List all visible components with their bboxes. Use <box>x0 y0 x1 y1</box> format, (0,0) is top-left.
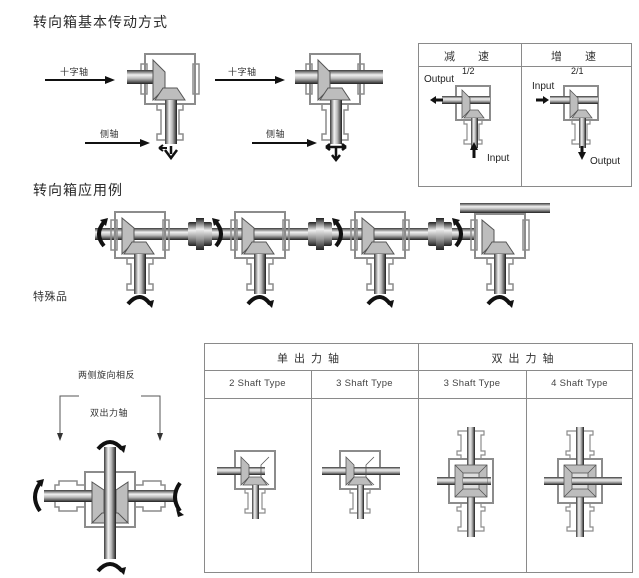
coupling-1 <box>188 218 212 250</box>
gearbox-increase <box>536 85 599 160</box>
speed-header-increase: 增 速 <box>551 50 602 63</box>
reduce-output-label: Output <box>424 74 455 85</box>
side-shaft-label-2: 侧轴 <box>266 130 286 140</box>
coupling-2 <box>308 218 332 250</box>
cross-shaft-label-2: 十字轴 <box>228 68 257 78</box>
type-2-shaft: 2 Shaft Type <box>229 378 286 389</box>
gearbox-2-shaft <box>217 450 276 519</box>
gearbox-4-shaft <box>544 427 622 537</box>
gearbox-3-shaft-double <box>437 427 494 537</box>
side-shaft-arrow-2 <box>252 139 317 147</box>
type-4-shaft: 4 Shaft Type <box>551 378 608 389</box>
gearbox-double-output <box>33 440 184 575</box>
type-3-shaft-single: 3 Shaft Type <box>336 378 393 389</box>
special-top-shaft <box>460 203 550 213</box>
ratio-reduce: 1/2 <box>462 66 475 76</box>
special-product-label: 特殊品 <box>33 290 68 303</box>
cross-shaft-arrow-2 <box>215 76 285 84</box>
coupling-3 <box>428 218 452 250</box>
reduce-input-label: Input <box>487 153 510 164</box>
speed-ratio-table <box>418 43 632 187</box>
bracket-arrows <box>57 395 163 441</box>
opposite-rotation-note: 两侧旋向相反 <box>78 371 136 381</box>
side-shaft-label-1: 侧轴 <box>100 130 120 140</box>
gearbox-app-1 <box>110 211 170 308</box>
double-output-note: 双出力轴 <box>90 409 129 419</box>
speed-header-reduce: 减 速 <box>444 50 495 63</box>
single-output-header: 单出力轴 <box>277 352 345 365</box>
application-example-title: 转向箱应用例 <box>33 183 123 199</box>
basic-transmission-title: 转向箱基本传动方式 <box>33 15 168 31</box>
side-shaft-arrow-1 <box>85 139 150 147</box>
cross-shaft-arrow-1 <box>45 76 115 84</box>
type-3-shaft-double: 3 Shaft Type <box>443 378 501 389</box>
increase-input-label: Input <box>532 81 555 92</box>
gearbox-app-special <box>470 213 530 308</box>
gearbox-reduce <box>430 85 491 158</box>
gearbox-3-shaft-single <box>322 450 400 519</box>
double-output-header: 双出力轴 <box>491 352 560 365</box>
application-chain <box>95 203 550 310</box>
gearbox-basic-2 <box>295 53 383 163</box>
gearbox-basic-1 <box>127 53 200 161</box>
cross-shaft-label-1: 十字轴 <box>60 68 89 78</box>
increase-output-label: Output <box>590 156 621 167</box>
ratio-increase: 2/1 <box>571 66 584 76</box>
